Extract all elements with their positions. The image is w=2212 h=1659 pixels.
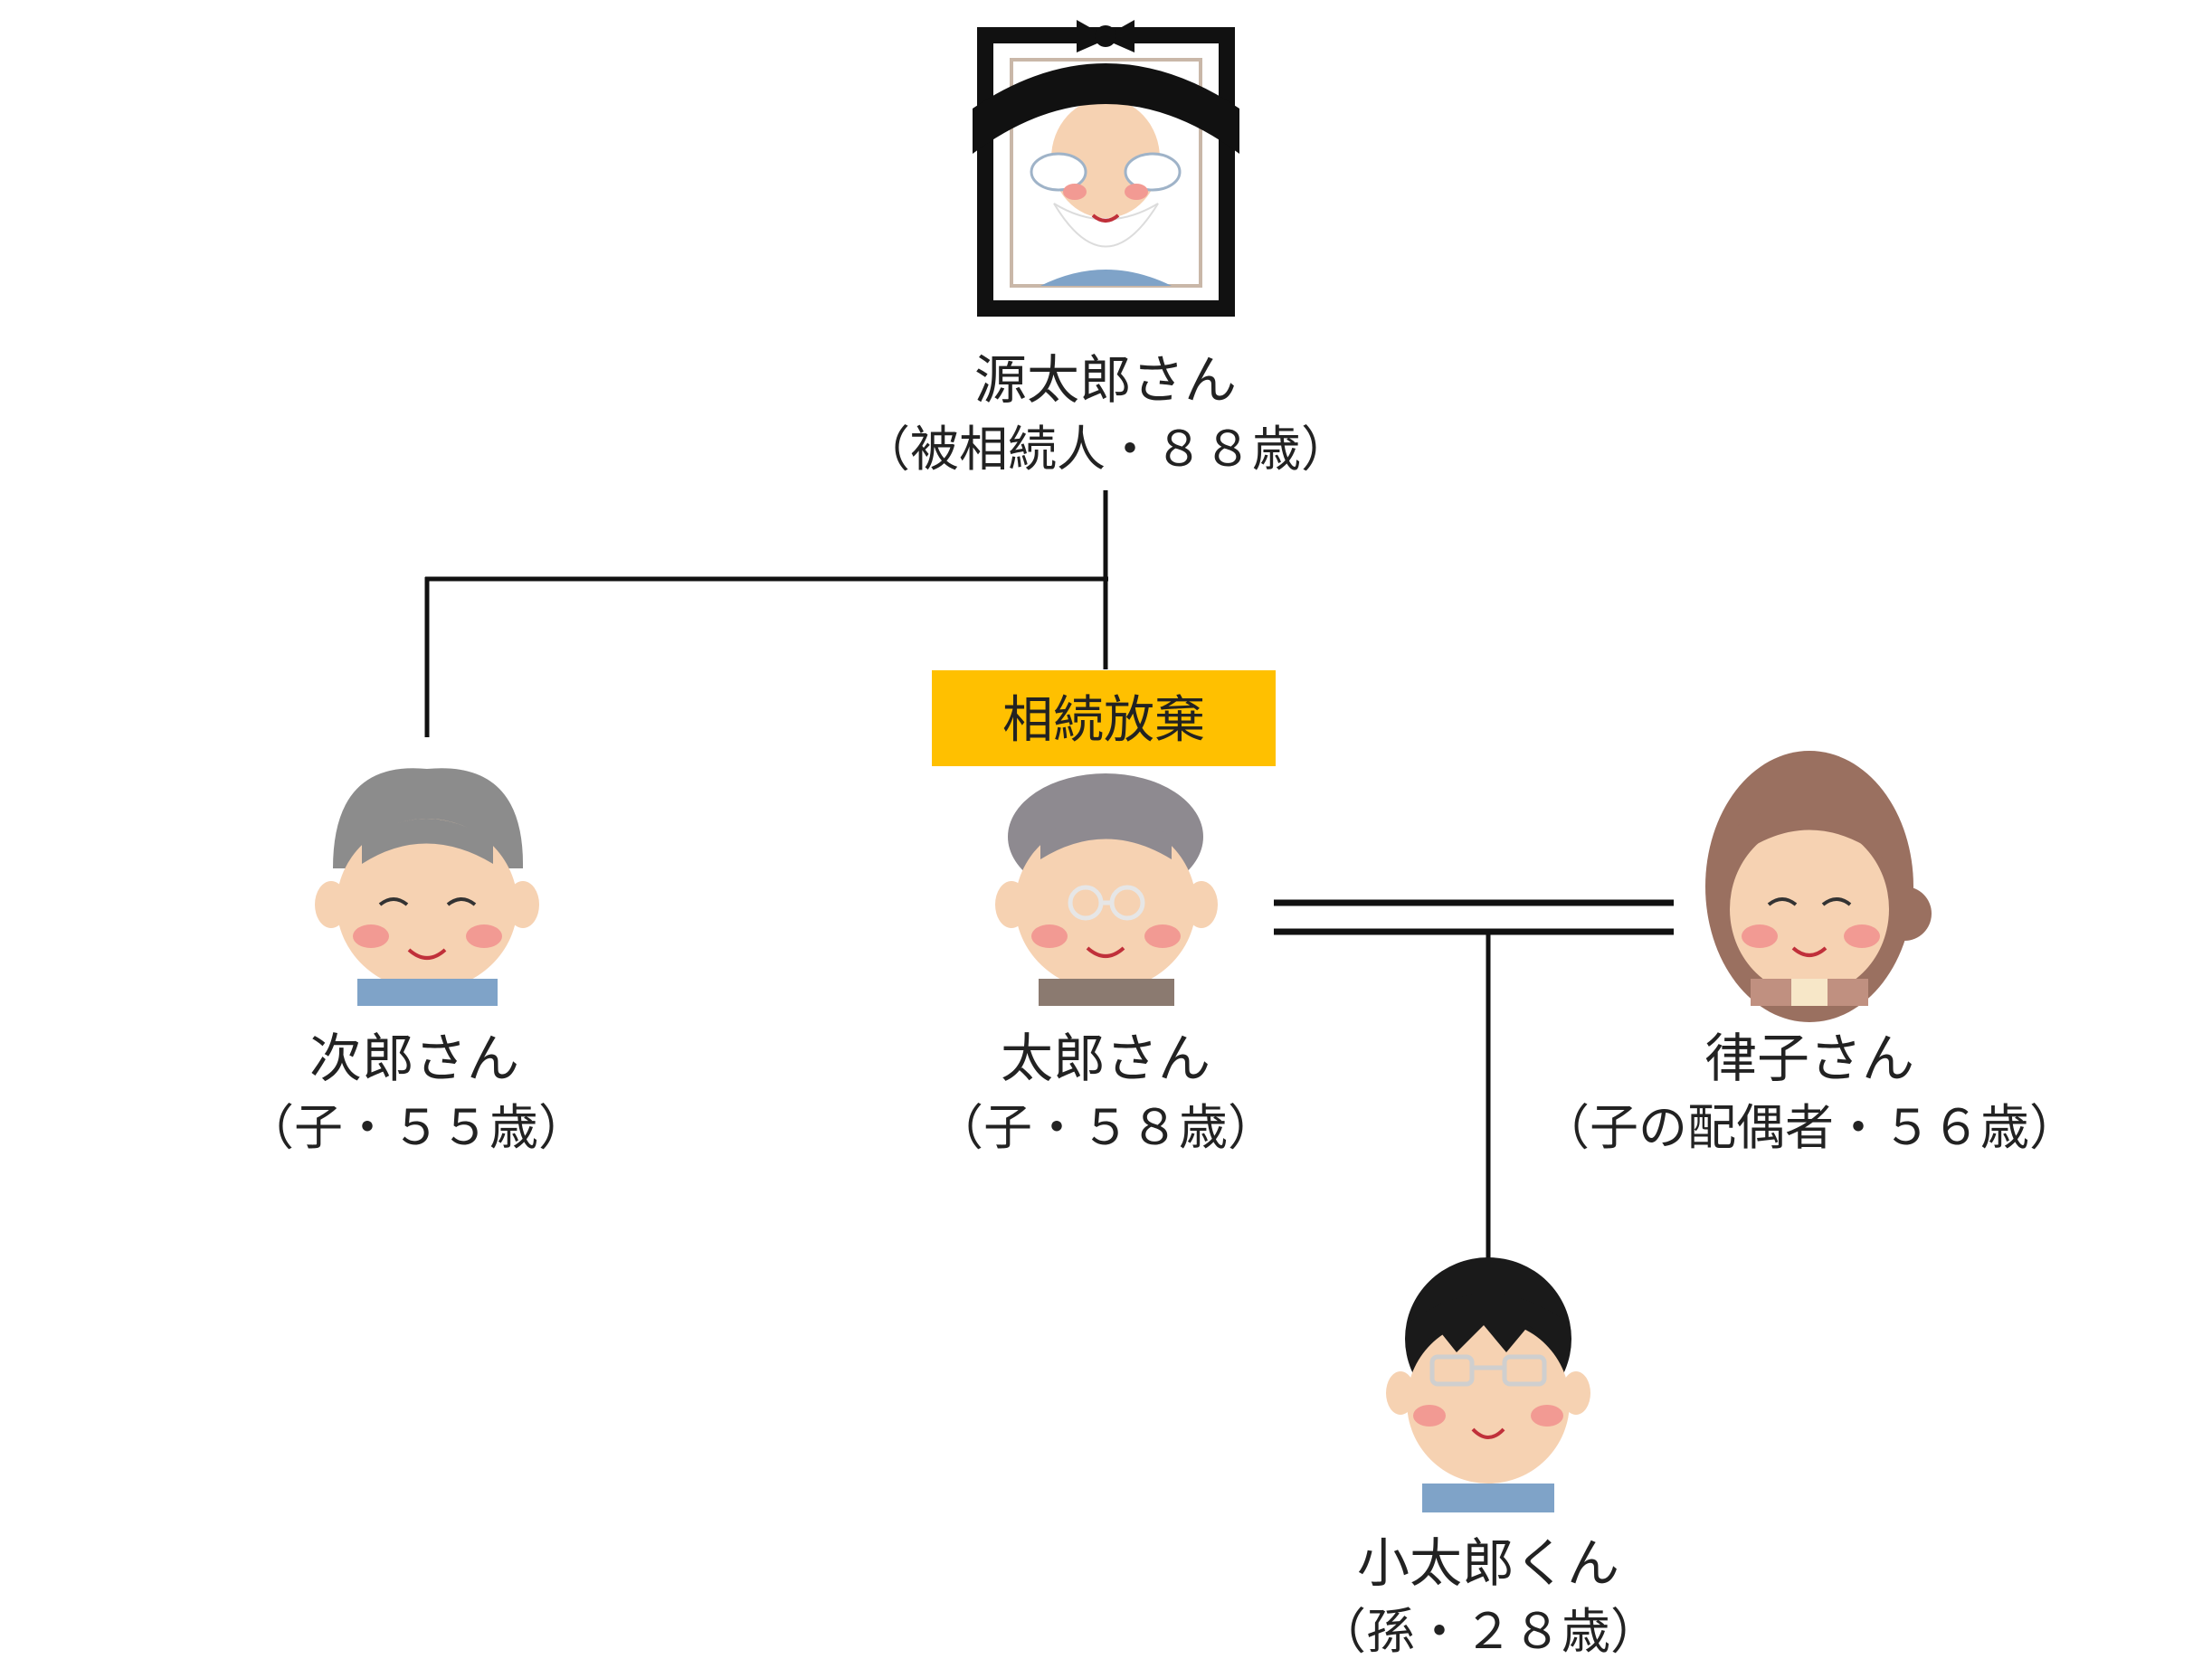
elderly-woman-icon (1705, 751, 1932, 1022)
renunciation-badge: 相続放棄 (932, 670, 1276, 766)
memorial-portrait-icon (973, 20, 1239, 317)
elderly-man-glasses-icon (995, 773, 1218, 1006)
kotaro-details: （孫・２８歳） (1317, 1603, 1659, 1659)
ritsuko-name: 律子さん (1704, 1028, 1914, 1089)
jiro-details: （子・５５歳） (245, 1099, 587, 1156)
jiro-name: 次郎さん (309, 1028, 519, 1089)
kotaro-name: 小太郎くん (1357, 1532, 1619, 1594)
elderly-man-icon (315, 768, 539, 1006)
connector-lines (424, 490, 1674, 1285)
gentaro-name: 源太郎さん (974, 349, 1237, 411)
taro-name: 太郎さん (1001, 1028, 1210, 1089)
taro-details: （子・５８歳） (935, 1099, 1277, 1156)
renunciation-badge-label: 相続放棄 (1002, 691, 1205, 750)
ritsuko-details: （子の配偶者・５６歳） (1541, 1099, 2078, 1156)
young-man-glasses-icon (1386, 1257, 1590, 1512)
gentaro-details: （被相続人・８８歳） (861, 421, 1350, 478)
